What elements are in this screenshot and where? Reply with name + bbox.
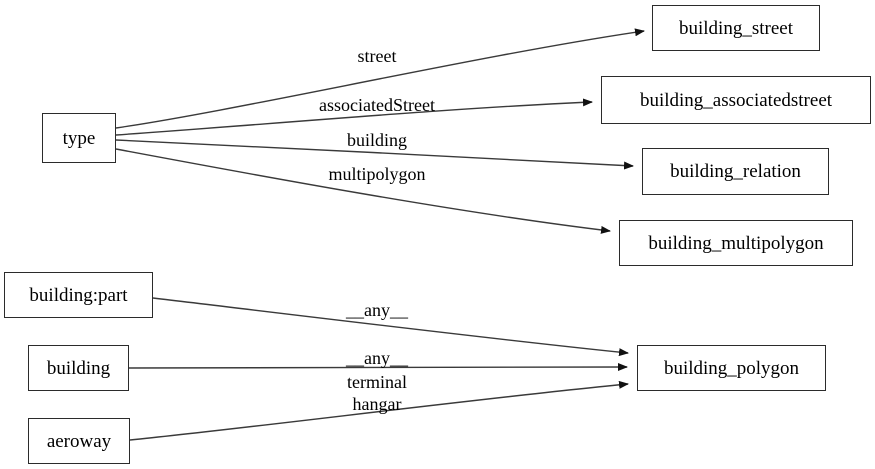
node-building_part[interactable]: building:part [4,272,153,318]
label-multipolygon: multipolygon [328,164,426,184]
node-aeroway[interactable]: aeroway [28,418,130,464]
edge-type-building [115,139,634,170]
node-type[interactable]: type [42,113,116,163]
node-label: building_street [679,17,793,39]
node-label: building_multipolygon [648,232,824,254]
label-associatedstreet: associatedStreet [319,95,435,115]
node-building_multipolygon[interactable]: building_multipolygon [619,220,853,266]
label-any-part: __any__ [346,300,408,320]
edge-type-associatedstreet [115,98,593,136]
node-building_street[interactable]: building_street [652,5,820,51]
label-building: building [346,130,408,150]
edges-group [115,28,645,441]
node-building_associatedstreet[interactable]: building_associatedstreet [601,76,871,124]
label-street: street [357,46,397,66]
node-label: building [46,357,111,379]
edge-type-street [115,28,645,129]
node-label: type [62,127,96,149]
node-label: building_relation [670,161,801,182]
node-building[interactable]: building [28,345,129,391]
edge-buildingpart-any [152,297,629,357]
node-building_polygon[interactable]: building_polygon [637,345,826,391]
edge-building-any [128,363,628,372]
label-any-building: __any__ [346,348,408,368]
node-building_relation[interactable]: building_relation [642,148,829,195]
node-label: aeroway [46,430,112,452]
edge-type-multipolygon [115,148,611,234]
label-terminal: terminal [347,372,407,392]
node-label: building_associatedstreet [639,89,833,111]
label-hangar: hangar [352,394,402,414]
edge-aeroway-terminal-hangar [129,380,629,441]
node-label: building_polygon [663,357,800,379]
node-label: building:part [29,284,128,306]
